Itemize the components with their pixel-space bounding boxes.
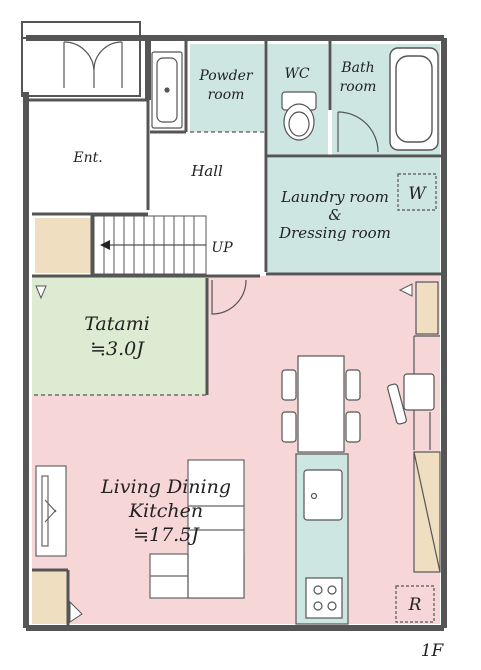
storage-left-bottom	[32, 572, 68, 624]
label-bath-1: Bath	[340, 60, 374, 76]
stairs	[93, 215, 207, 275]
label-washer: W	[408, 184, 427, 204]
door-marker-right	[398, 283, 413, 297]
toilet-icon	[281, 91, 317, 141]
tv-stand	[35, 465, 67, 557]
doors	[211, 279, 247, 315]
bathtub-icon	[389, 47, 439, 151]
tatami-floor	[32, 278, 208, 395]
outer-walls	[23, 35, 447, 631]
stair-arrow-icon	[100, 240, 110, 250]
door-marker-tatami	[35, 285, 47, 300]
powder-floor	[190, 44, 264, 132]
label-hall: Hall	[190, 162, 223, 180]
label-laundry-3: Dressing room	[278, 224, 391, 242]
dashed-boundaries	[34, 131, 264, 396]
label-powder-1: Powder	[198, 68, 254, 84]
refrigerator-box	[395, 585, 435, 623]
label-tatami-size: ≒3.0J	[90, 338, 145, 360]
label-entrance: Ent.	[72, 150, 102, 166]
kitchen-counter	[295, 453, 349, 625]
bath-door	[337, 111, 379, 153]
laundry-floor	[268, 158, 440, 274]
dining-set	[281, 355, 361, 453]
sofa-icon	[149, 459, 245, 599]
entrance-porch	[21, 21, 141, 97]
floor-label: 1F	[421, 641, 445, 661]
door-marker-left-bottom	[69, 600, 83, 623]
label-powder-2: room	[208, 87, 245, 103]
label-up: UP	[211, 240, 233, 256]
interior-walls	[26, 40, 442, 626]
desk-set	[387, 373, 435, 450]
storage-right-top	[418, 283, 438, 333]
powder-sink	[151, 51, 183, 129]
porch-double-door	[63, 41, 123, 88]
label-wc: WC	[284, 66, 309, 82]
label-ldk-1: Living Dining	[100, 476, 231, 498]
label-ldk-2: Kitchen	[128, 500, 203, 522]
label-refrigerator: R	[408, 595, 422, 615]
label-laundry-2: &	[328, 206, 341, 224]
label-laundry-1: Laundry room	[280, 188, 389, 206]
label-ldk-size: ≒17.5J	[133, 524, 200, 546]
label-tatami: Tatami	[84, 313, 150, 335]
washer-box	[397, 173, 437, 211]
storage-under-stair	[35, 218, 93, 273]
label-bath-2: room	[340, 79, 377, 95]
